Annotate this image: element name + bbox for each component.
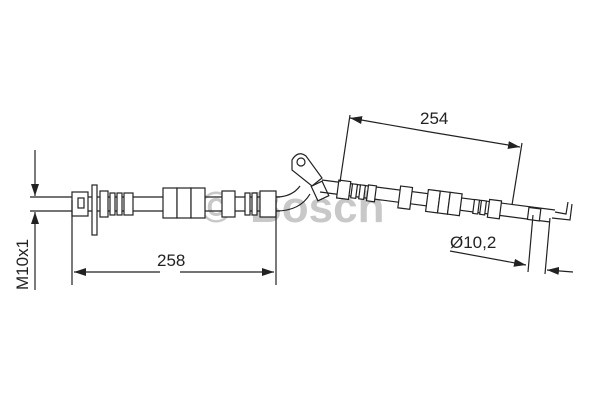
length-left-label: 258	[157, 251, 185, 270]
thread-label: M10x1	[13, 239, 32, 290]
right-hose	[319, 179, 573, 223]
length-right-dimension: 254	[339, 109, 523, 206]
left-hose	[30, 184, 280, 236]
length-left-dimension: 258	[71, 200, 277, 285]
thread-dimension: M10x1	[13, 150, 39, 290]
bracket-plate	[91, 184, 98, 236]
length-right-label: 254	[420, 109, 448, 128]
diameter-dimension: Ø10,2	[449, 214, 574, 275]
diameter-label: Ø10,2	[450, 233, 496, 252]
hose-bend-bracket	[275, 153, 330, 212]
